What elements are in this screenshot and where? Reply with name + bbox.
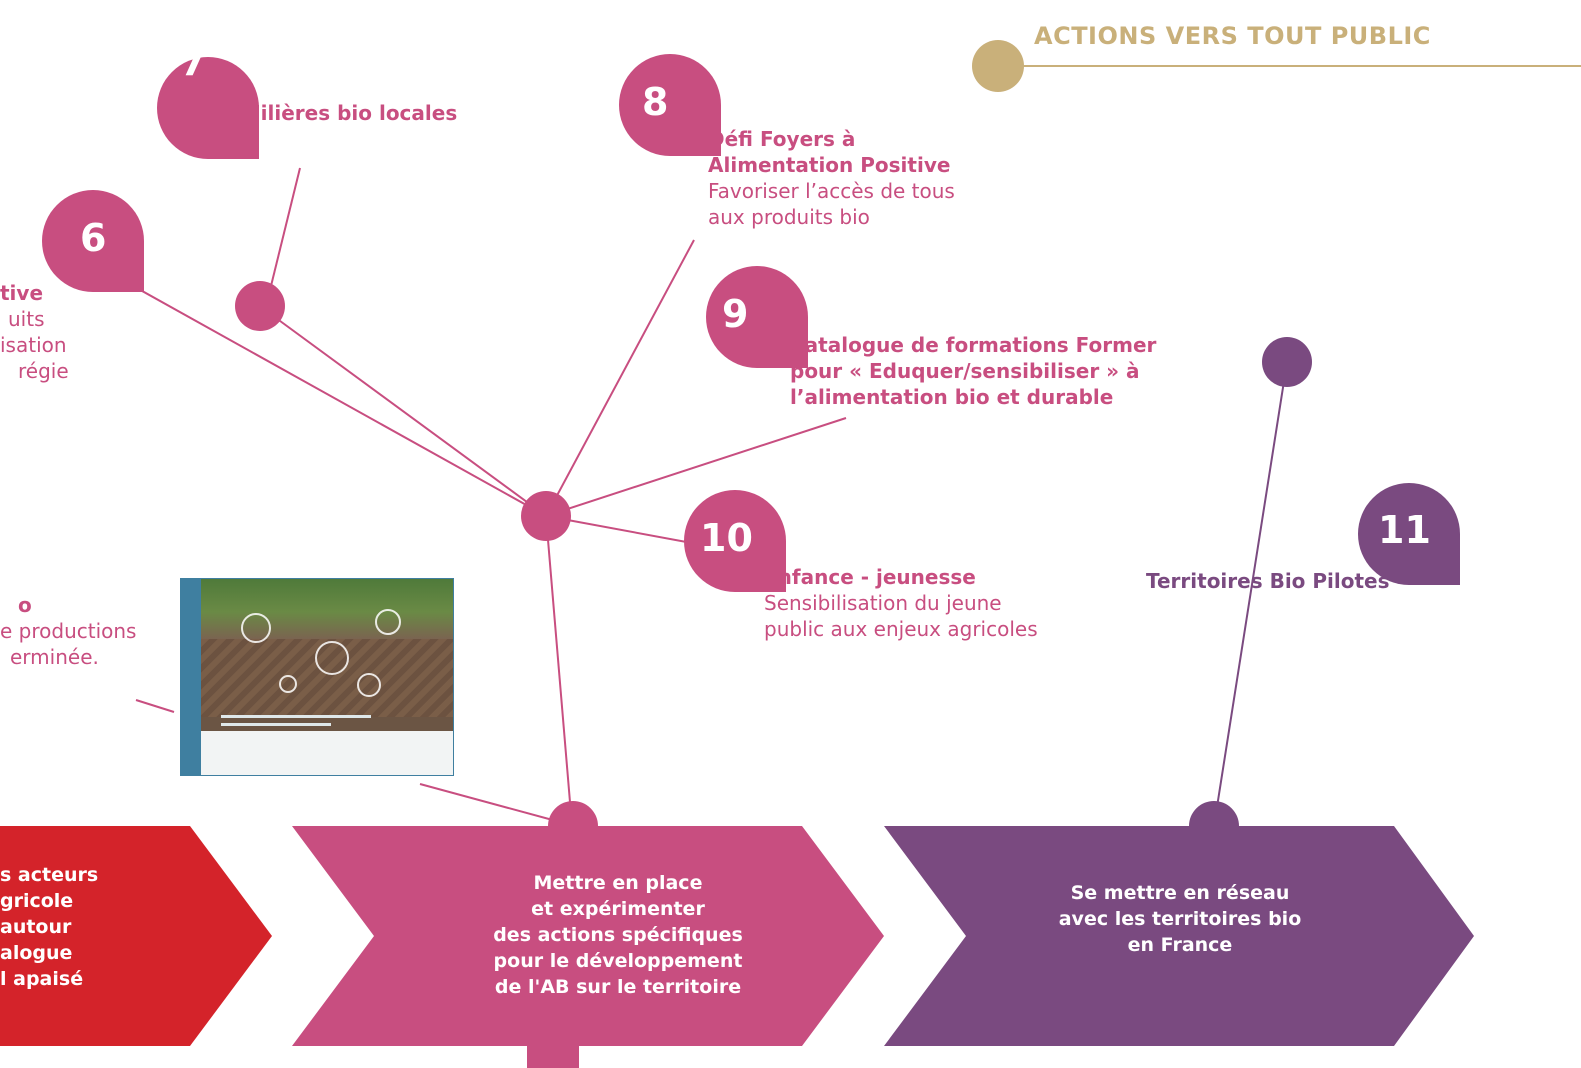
badge-10 [684, 490, 786, 592]
badge-8 [619, 54, 721, 156]
badge-11 [1358, 483, 1460, 585]
document-cover-image [180, 578, 454, 776]
node-11-title: Territoires Bio Pilotes [1146, 569, 1390, 593]
badge-number-9: 9 [722, 292, 749, 336]
cover-bottom-panel [201, 731, 453, 775]
node-6-text-line-3: régie [18, 359, 69, 383]
cover-subtitle-bar [221, 723, 331, 726]
connector-6-hub [125, 281, 547, 517]
cover-title-bar [221, 715, 371, 718]
node-9-title-line-2: pour « Eduquer/sensibiliser » à [790, 359, 1140, 383]
cover-bubble [241, 613, 271, 643]
connector-8 [545, 239, 695, 517]
node-9-title-line-1: Catalogue de formations Former [790, 333, 1157, 357]
stage-3-label: Se mettre en réseau avec les territoires… [1058, 882, 1302, 956]
connector-left [135, 699, 175, 713]
node-left-title: o [18, 593, 32, 617]
connector-9 [545, 417, 847, 517]
node-6-label: tive uits isation régie [0, 280, 69, 384]
node-8-text-line-1: Favoriser l’accès de tous [708, 179, 955, 203]
badge-number-7: 7 [180, 40, 207, 84]
badge-7 [157, 57, 259, 159]
cover-bubble [315, 641, 349, 675]
badge-number-6: 6 [80, 216, 107, 260]
node-9-title-line-3: l’alimentation bio et durable [790, 385, 1114, 409]
node-8-title-line-2: Alimentation Positive [708, 153, 951, 177]
hub-dot [521, 491, 571, 541]
node-6-text-line-2: isation [0, 333, 67, 357]
badge-9 [706, 266, 808, 368]
node-8-label: Défi Foyers à Alimentation Positive Favo… [708, 126, 955, 230]
badge-number-11: 11 [1378, 508, 1431, 552]
stage-2-top-dot [548, 801, 598, 826]
connector-11 [1213, 361, 1288, 827]
connector-7 [269, 167, 301, 291]
connector-10 [545, 515, 709, 547]
node-10-text-line-1: Sensibilisation du jeune [764, 591, 1002, 615]
cover-bubble [357, 673, 381, 697]
node-left-text-line-1: e productions [0, 619, 137, 643]
cover-bubble [279, 675, 297, 693]
connector-image-stage [419, 783, 561, 823]
node-left-text-line-2: erminée. [10, 645, 99, 669]
pink-connectors [125, 167, 847, 827]
node-6-title: tive [0, 281, 44, 305]
stage-1-chevron [0, 826, 272, 1046]
cover-plants [201, 579, 453, 639]
stage-1-label: s acteurs gricole autour alogue l apaisé [0, 864, 99, 990]
node-6-text-line-1: uits [8, 307, 45, 331]
node-8-text-line-2: aux produits bio [708, 205, 870, 229]
header-marker [972, 40, 1024, 92]
junction-dot-7 [235, 281, 285, 331]
connector-small-hub [275, 317, 547, 517]
junction-dot-11 [1262, 337, 1312, 387]
badge-number-10: 10 [700, 516, 753, 560]
node-8-title-line-1: Défi Foyers à [708, 127, 856, 151]
badge-number-8: 8 [642, 80, 669, 124]
cover-bubble [375, 609, 401, 635]
badge-6 [42, 190, 144, 292]
stage-3-chevron [884, 826, 1474, 1046]
node-7-title: Filières bio locales [247, 101, 458, 125]
node-left-label: o e productions erminée. [0, 592, 136, 670]
cover-spine [181, 579, 201, 775]
node-9-label: Catalogue de formations Former pour « Ed… [790, 332, 1156, 410]
node-10-title: Enfance - jeunesse [764, 565, 976, 589]
stage-2-label: Mettre en place et expérimenter des acti… [493, 872, 743, 998]
stage-2-chevron [292, 826, 884, 1046]
connector-hub-stage [545, 515, 573, 827]
section-title: ACTIONS VERS TOUT PUBLIC [1034, 22, 1431, 50]
stage-3-top-dot [1189, 801, 1239, 826]
node-10-text-line-2: public aux enjeux agricoles [764, 617, 1038, 641]
stage-2-bottom-dot [527, 1020, 579, 1068]
node-10-label: Enfance - jeunesse Sensibilisation du je… [764, 564, 1038, 642]
